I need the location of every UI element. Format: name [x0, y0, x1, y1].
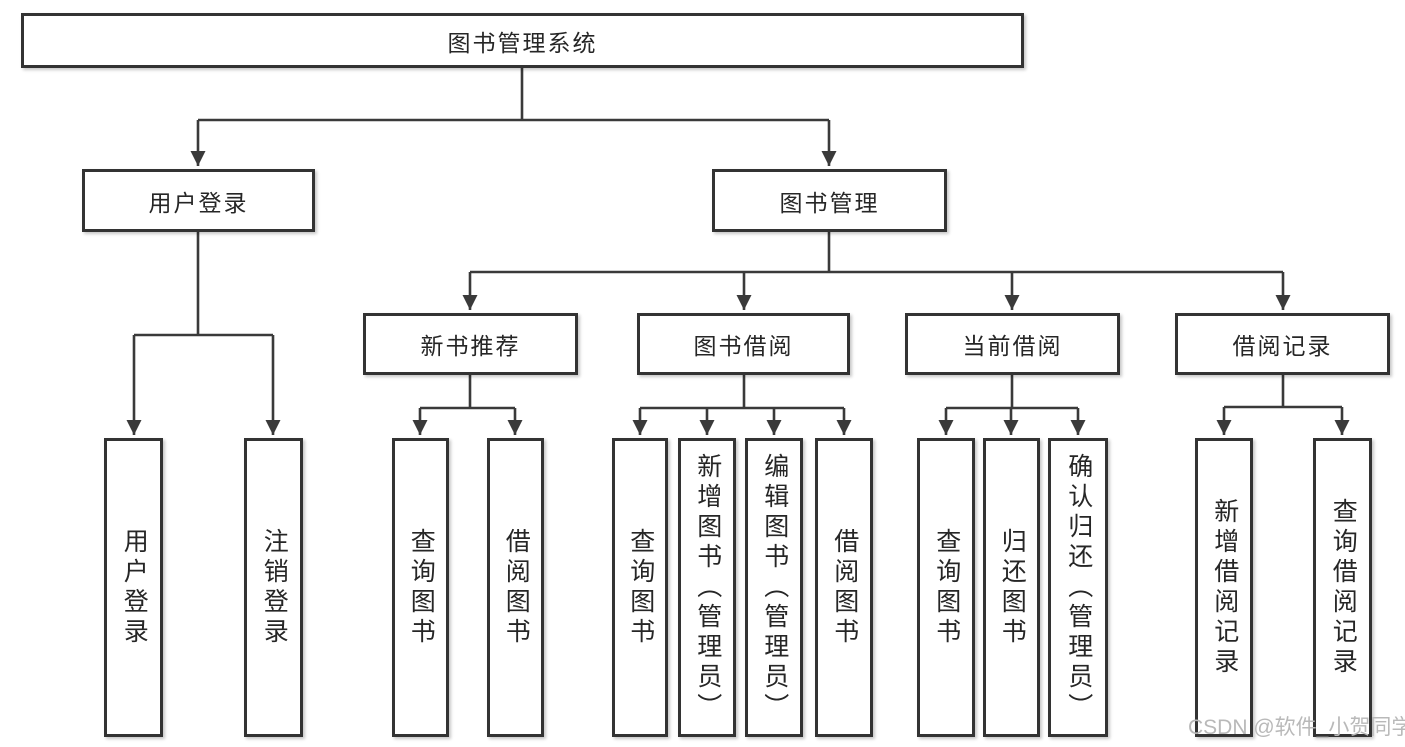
watermark: CSDN @软件_小贺同学: [1188, 716, 1405, 739]
node-new-book-recommendation-label: 新书推荐: [420, 333, 521, 359]
leaf-edit-book-admin: 编辑图书（管理员）: [745, 438, 803, 737]
leaf-user-login-label: 用户登录: [120, 527, 149, 648]
node-current-borrowing: 当前借阅: [905, 313, 1120, 375]
leaf-logout: 注销登录: [244, 438, 303, 737]
node-borrowing-records-label: 借阅记录: [1232, 333, 1333, 359]
leaf-add-borrow-record-label: 新增借阅记录: [1210, 497, 1239, 678]
leaf-confirm-return-admin: 确认归还（管理员）: [1048, 438, 1108, 737]
node-user-login: 用户登录: [82, 169, 315, 232]
leaf-query-books-current-label: 查询图书: [932, 527, 961, 648]
node-book-management-label: 图书管理: [779, 189, 880, 216]
leaf-query-books-borrow: 查询图书: [612, 438, 668, 737]
leaf-return-book: 归还图书: [983, 438, 1040, 737]
leaf-query-borrow-record: 查询借阅记录: [1313, 438, 1372, 737]
leaf-query-borrow-record-label: 查询借阅记录: [1329, 497, 1358, 678]
node-book-borrowing: 图书借阅: [637, 313, 850, 375]
leaf-confirm-return-admin-label: 确认归还（管理员）: [1064, 452, 1093, 723]
leaf-borrow-books-recommend-label: 借阅图书: [502, 527, 531, 648]
leaf-borrow-books-label: 借阅图书: [830, 527, 859, 648]
leaf-borrow-books: 借阅图书: [815, 438, 873, 737]
leaf-edit-book-admin-label: 编辑图书（管理员）: [760, 452, 789, 723]
leaf-add-book-admin: 新增图书（管理员）: [678, 438, 736, 737]
leaf-query-books-current: 查询图书: [917, 438, 975, 737]
node-new-book-recommendation: 新书推荐: [363, 313, 578, 375]
leaf-query-books-recommend-label: 查询图书: [407, 527, 436, 648]
node-book-borrowing-label: 图书借阅: [693, 333, 794, 359]
node-book-management: 图书管理: [712, 169, 947, 232]
leaf-borrow-books-recommend: 借阅图书: [487, 438, 544, 737]
node-current-borrowing-label: 当前借阅: [962, 333, 1063, 359]
node-user-login-label: 用户登录: [148, 189, 249, 216]
node-root-label: 图书管理系统: [447, 29, 598, 56]
leaf-user-login: 用户登录: [104, 438, 163, 737]
leaf-add-book-admin-label: 新增图书（管理员）: [693, 452, 722, 723]
leaf-return-book-label: 归还图书: [998, 527, 1027, 648]
leaf-logout-label: 注销登录: [260, 527, 289, 648]
node-root: 图书管理系统: [21, 13, 1024, 68]
leaf-add-borrow-record: 新增借阅记录: [1195, 438, 1253, 737]
node-borrowing-records: 借阅记录: [1175, 313, 1390, 375]
leaf-query-books-recommend: 查询图书: [392, 438, 449, 737]
leaf-query-books-borrow-label: 查询图书: [626, 527, 655, 648]
